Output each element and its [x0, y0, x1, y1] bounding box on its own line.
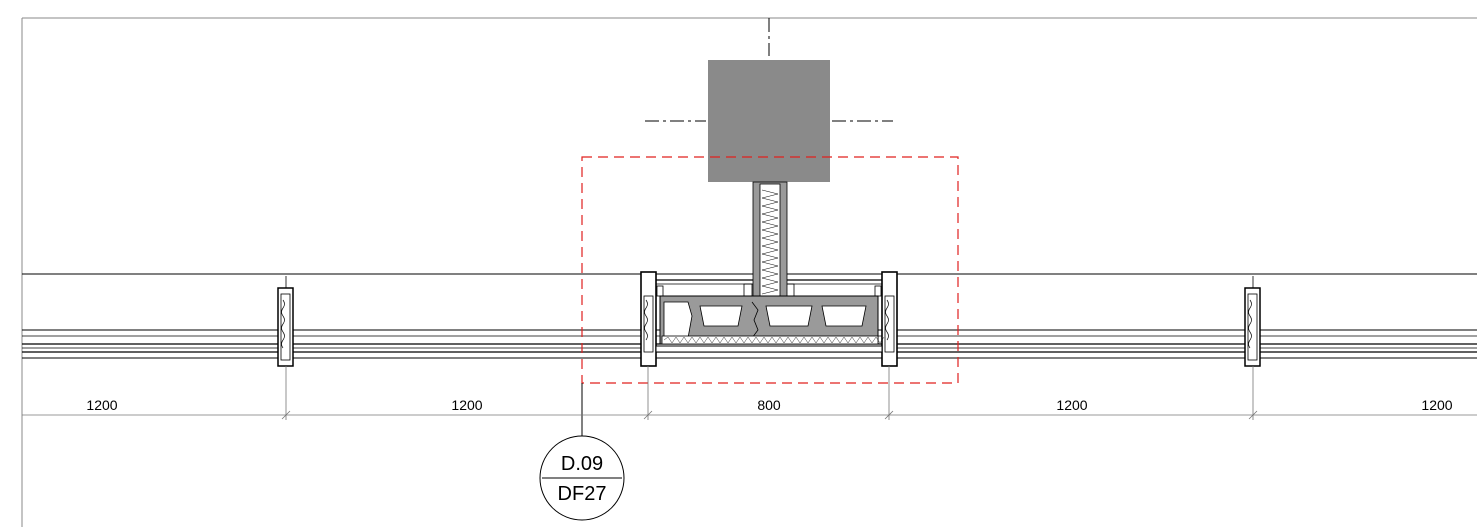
- detail-tag-sheet: DF27: [558, 483, 607, 505]
- structural-column: [708, 60, 830, 182]
- dimension-label: 1200: [1421, 397, 1452, 413]
- mullion-section-left: [277, 276, 294, 367]
- mullion-section-right: [1244, 276, 1261, 367]
- dimension-label: 1200: [86, 397, 117, 413]
- dimension-label: 1200: [451, 397, 482, 413]
- detail-tag[interactable]: D.09 DF27: [539, 435, 625, 521]
- dimension-line: [22, 366, 1477, 420]
- column-centerlines: [645, 18, 893, 122]
- dimension-labels: 1200 1200 800 1200 1200: [86, 397, 1452, 413]
- dimension-label: 800: [757, 397, 781, 413]
- central-bay-detail: [640, 181, 898, 367]
- detail-tag-number: D.09: [561, 453, 603, 475]
- sheet-frame: [21, 17, 1477, 527]
- detail-callout-box: [581, 156, 959, 384]
- dimension-label: 1200: [1056, 397, 1087, 413]
